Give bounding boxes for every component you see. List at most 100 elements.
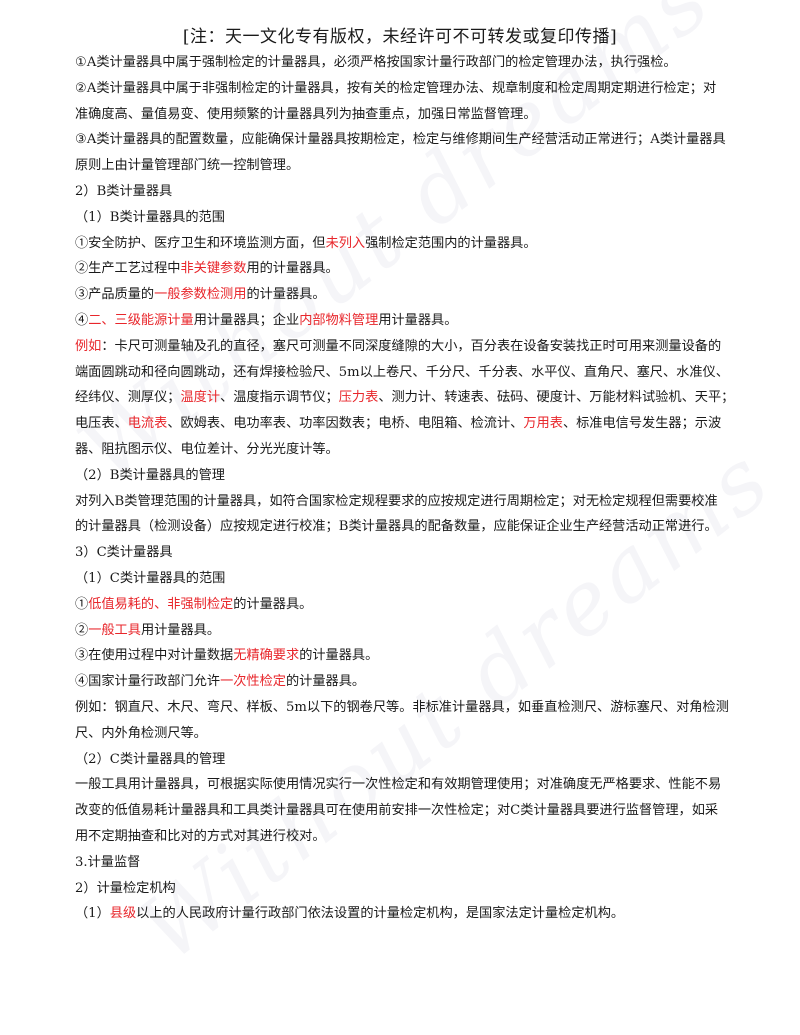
text-segment: 用计量器具；企业 bbox=[193, 312, 300, 328]
text-line: ①A类计量器具中属于强制检定的计量器具，必须严格按国家计量行政部门的检定管理办法… bbox=[75, 50, 745, 76]
text-segment: 用计量器具。 bbox=[140, 622, 221, 638]
text-segment: 一般工具用计量器具，可根据实际使用情况实行一次性检定和有效期管理使用；对准确度无… bbox=[75, 777, 722, 793]
text-segment: （2）B类计量器具的管理 bbox=[75, 467, 225, 483]
text-line: 原则上由计量管理部门统一控制管理。 bbox=[75, 153, 745, 179]
text-segment: 器、阻抗图示仪、电位差计、分光光度计等。 bbox=[75, 441, 339, 457]
text-line: ④二、三级能源计量用计量器具；企业内部物料管理用计量器具。 bbox=[75, 308, 745, 334]
text-segment: ①A类计量器具中属于强制检定的计量器具，必须严格按国家计量行政部门的检定管理办法… bbox=[75, 55, 677, 70]
text-line: ③产品质量的一般参数检测用的计量器具。 bbox=[75, 282, 745, 308]
text-segment: ②A类计量器具中属于非强制检定的计量器具，按有关的检定管理办法、规章制度和检定周… bbox=[75, 80, 717, 96]
document-body: ①A类计量器具中属于强制检定的计量器具，必须严格按国家计量行政部门的检定管理办法… bbox=[75, 50, 745, 927]
text-segment: 的计量器具。 bbox=[299, 648, 379, 664]
text-line: 器、阻抗图示仪、电位差计、分光光度计等。 bbox=[75, 437, 745, 463]
highlighted-text: 电流表 bbox=[127, 416, 168, 432]
text-line: 改变的低值易耗计量器具和工具类计量器具可在使用前安排一次性检定；对C类计量器具要… bbox=[75, 798, 745, 824]
text-segment: ③A类计量器具的配置数量，应能确保计量器具按期检定，检定与维修期间生产经营活动正… bbox=[75, 132, 726, 148]
text-line: 一般工具用计量器具，可根据实际使用情况实行一次性检定和有效期管理使用；对准确度无… bbox=[75, 772, 745, 798]
highlighted-text: 万用表 bbox=[523, 416, 563, 432]
highlighted-text: 无精确要求 bbox=[233, 648, 300, 664]
text-line: ②A类计量器具中属于非强制检定的计量器具，按有关的检定管理办法、规章制度和检定周… bbox=[75, 76, 745, 102]
text-segment: ④国家计量行政部门允许 bbox=[75, 674, 221, 690]
highlighted-text: 二、三级能源计量 bbox=[88, 312, 194, 328]
text-line: 尺、内外角检测尺等。 bbox=[75, 721, 745, 747]
text-segment: 的计量器具。 bbox=[233, 596, 313, 612]
text-segment: 的计量器具。 bbox=[286, 674, 366, 690]
text-segment: 2）B类计量器具 bbox=[75, 183, 173, 199]
text-line: 电压表、电流表、欧姆表、电功率表、功率因数表；电桥、电阻箱、检流计、万用表、标准… bbox=[75, 411, 745, 437]
highlighted-text: 例如 bbox=[75, 338, 102, 354]
text-line: （1）C类计量器具的范围 bbox=[75, 566, 745, 592]
text-line: 3.计量监督 bbox=[75, 850, 745, 876]
text-line: ②一般工具用计量器具。 bbox=[75, 618, 745, 644]
text-segment: ：卡尺可测量轴及孔的直径，塞尺可测量不同深度缝隙的大小，百分表在设备安装找正时可… bbox=[101, 338, 722, 354]
text-line: 2）B类计量器具 bbox=[75, 179, 745, 205]
text-segment: （1）C类计量器具的范围 bbox=[75, 570, 226, 586]
text-line: （2）C类计量器具的管理 bbox=[75, 747, 745, 773]
text-line: （1）县级以上的人民政府计量行政部门依法设置的计量检定机构，是国家法定计量检定机… bbox=[75, 901, 745, 927]
text-segment: 尺、内外角检测尺等。 bbox=[75, 725, 207, 741]
text-segment: 的计量器具。 bbox=[246, 287, 326, 303]
text-segment: ②生产工艺过程中 bbox=[75, 261, 181, 277]
text-line: 例如：卡尺可测量轴及孔的直径，塞尺可测量不同深度缝隙的大小，百分表在设备安装找正… bbox=[75, 334, 745, 360]
highlighted-text: 内部物料管理 bbox=[299, 312, 379, 328]
highlighted-text: 一般工具 bbox=[88, 622, 141, 638]
text-line: ③在使用过程中对计量数据无精确要求的计量器具。 bbox=[75, 643, 745, 669]
text-segment: 以上的人民政府计量行政部门依法设置的计量检定机构，是国家法定计量检定机构。 bbox=[136, 906, 625, 922]
text-segment: 用不定期抽查和比对的方式对其进行校对。 bbox=[75, 828, 326, 844]
text-segment: 的计量器具（检测设备）应按规定进行校准；B类计量器具的配备数量，应能保证企业生产… bbox=[75, 519, 718, 535]
text-segment: ② bbox=[75, 622, 89, 638]
text-line: ③A类计量器具的配置数量，应能确保计量器具按期检定，检定与维修期间生产经营活动正… bbox=[75, 127, 745, 153]
text-line: 对列入B类管理范围的计量器具，如符合国家检定规程要求的应按规定进行周期检定；对无… bbox=[75, 489, 745, 515]
highlighted-text: 非关键参数 bbox=[180, 261, 247, 277]
text-line: 准确度高、量值易变、使用频繁的计量器具列为抽查重点，加强日常监督管理。 bbox=[75, 102, 745, 128]
highlighted-text: 未列入 bbox=[325, 235, 366, 251]
highlighted-text: 县级 bbox=[109, 906, 137, 922]
text-segment: 、测力计、转速表、砝码、硬度计、万能材料试验机、天平； bbox=[378, 390, 735, 406]
text-segment: 端面圆跳动和径向圆跳动，还有焊接检验尺、5m以上卷尺、千分尺、千分表、水平仪、直… bbox=[75, 364, 729, 380]
text-segment: 、欧姆表、电功率表、功率因数表；电桥、电阻箱、检流计、 bbox=[167, 416, 524, 432]
text-line: 的计量器具（检测设备）应按规定进行校准；B类计量器具的配备数量，应能保证企业生产… bbox=[75, 514, 745, 540]
text-segment: （1） bbox=[75, 906, 110, 922]
text-segment: 改变的低值易耗计量器具和工具类计量器具可在使用前安排一次性检定；对C类计量器具要… bbox=[75, 803, 719, 819]
text-segment: 例如：钢直尺、木尺、弯尺、样板、5m以下的钢卷尺等。非标准计量器具，如垂直检测尺… bbox=[75, 699, 729, 715]
text-line: 2）计量检定机构 bbox=[75, 876, 745, 902]
text-segment: 、温度指示调节仪； bbox=[220, 390, 339, 406]
text-line: （2）B类计量器具的管理 bbox=[75, 463, 745, 489]
text-segment: 用的计量器具。 bbox=[246, 261, 339, 277]
text-segment: 原则上由计量管理部门统一控制管理。 bbox=[75, 158, 300, 174]
text-segment: 2）计量检定机构 bbox=[75, 880, 176, 896]
text-segment: ③产品质量的 bbox=[75, 287, 155, 303]
text-segment: 、标准电信号发生器；示波 bbox=[562, 416, 722, 432]
text-line: 端面圆跳动和径向圆跳动，还有焊接检验尺、5m以上卷尺、千分尺、千分表、水平仪、直… bbox=[75, 360, 745, 386]
text-segment: 电压表、 bbox=[75, 416, 128, 432]
text-segment: 准确度高、量值易变、使用频繁的计量器具列为抽查重点，加强日常监督管理。 bbox=[75, 106, 537, 122]
text-segment: ③在使用过程中对计量数据 bbox=[75, 648, 234, 664]
text-segment: 经纬仪、测厚仪； bbox=[75, 390, 181, 406]
text-segment: 用计量器具。 bbox=[378, 312, 458, 328]
text-segment: （2）C类计量器具的管理 bbox=[75, 751, 226, 767]
text-line: ①安全防护、医疗卫生和环境监测方面，但未列入强制检定范围内的计量器具。 bbox=[75, 231, 745, 257]
text-segment: 3）C类计量器具 bbox=[75, 545, 173, 561]
text-line: ①低值易耗的、非强制检定的计量器具。 bbox=[75, 592, 745, 618]
text-segment: ①安全防护、医疗卫生和环境监测方面，但 bbox=[75, 235, 326, 251]
text-line: （1）B类计量器具的范围 bbox=[75, 205, 745, 231]
highlighted-text: 压力表 bbox=[338, 390, 379, 406]
text-line: 经纬仪、测厚仪；温度计、温度指示调节仪；压力表、测力计、转速表、砝码、硬度计、万… bbox=[75, 385, 745, 411]
text-segment: （1）B类计量器具的范围 bbox=[75, 209, 225, 225]
highlighted-text: 低值易耗的、非强制检定 bbox=[88, 596, 234, 612]
text-line: 3）C类计量器具 bbox=[75, 540, 745, 566]
highlighted-text: 一次性检定 bbox=[220, 674, 286, 690]
text-line: 用不定期抽查和比对的方式对其进行校对。 bbox=[75, 824, 745, 850]
text-line: ④国家计量行政部门允许一次性检定的计量器具。 bbox=[75, 669, 745, 695]
text-line: 例如：钢直尺、木尺、弯尺、样板、5m以下的钢卷尺等。非标准计量器具，如垂直检测尺… bbox=[75, 695, 745, 721]
text-segment: ④ bbox=[75, 312, 89, 328]
highlighted-text: 温度计 bbox=[180, 390, 221, 406]
text-segment: 3.计量监督 bbox=[75, 854, 141, 870]
text-line: ②生产工艺过程中非关键参数用的计量器具。 bbox=[75, 256, 745, 282]
text-segment: 强制检定范围内的计量器具。 bbox=[365, 235, 537, 251]
text-segment: 对列入B类管理范围的计量器具，如符合国家检定规程要求的应按规定进行周期检定；对无… bbox=[75, 493, 718, 509]
copyright-notice: [注：天一文化专有版权，未经许可不可转发或复印传播] bbox=[182, 27, 618, 47]
text-segment: ① bbox=[75, 596, 89, 612]
highlighted-text: 一般参数检测用 bbox=[154, 287, 247, 303]
